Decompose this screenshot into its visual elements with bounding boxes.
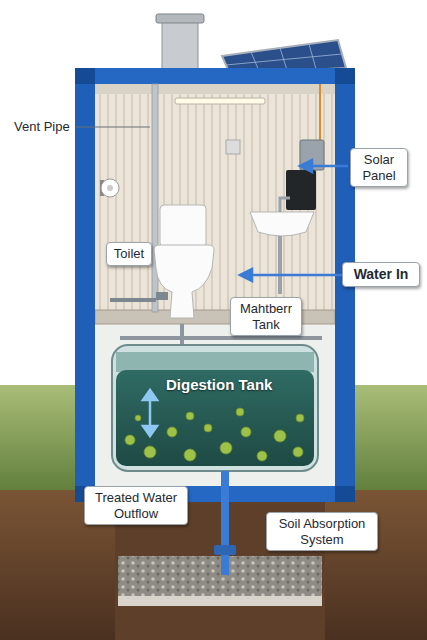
electrical-equipment bbox=[226, 84, 324, 210]
toilet-paper bbox=[100, 179, 119, 197]
vent-pipe-symbol-part bbox=[76, 127, 150, 128]
digestion-tank-symbol-part bbox=[120, 336, 322, 340]
vent-chimney-part bbox=[156, 14, 204, 23]
vent-pipe-symbol-part bbox=[152, 84, 158, 312]
callout-text: Treated Water Outflow bbox=[91, 490, 181, 521]
digestion-tank-symbol bbox=[112, 324, 322, 471]
callout-box: Soil Absorption System bbox=[266, 512, 378, 551]
ground-part bbox=[118, 556, 322, 596]
digestion-tank-symbol-part bbox=[143, 390, 157, 436]
callout-text: Solar Panel bbox=[357, 152, 401, 183]
sink-symbol-part bbox=[278, 236, 282, 294]
toilet-symbol-part bbox=[160, 205, 206, 247]
container-frame-part bbox=[75, 68, 355, 84]
electrical-equipment-part bbox=[286, 170, 316, 210]
part-label: Vent Pipe bbox=[14, 119, 70, 134]
tank-label: Digestion Tank bbox=[166, 376, 272, 393]
toilet-paper-part bbox=[107, 185, 113, 191]
callout-box: Treated Water Outflow bbox=[84, 486, 188, 525]
callout-box: Water In bbox=[342, 262, 420, 287]
leader-arrows-part bbox=[300, 160, 312, 172]
container-frame-part bbox=[75, 70, 95, 500]
digestion-tank-symbol-part-part bbox=[144, 446, 156, 458]
outflow-pipe bbox=[214, 471, 236, 575]
callout-box: Toilet bbox=[106, 242, 152, 266]
digestion-tank-symbol-part-part bbox=[236, 408, 244, 416]
container-interior-part bbox=[95, 84, 335, 94]
container-interior-part bbox=[95, 324, 335, 488]
container-interior bbox=[95, 84, 335, 488]
electrical-equipment-part bbox=[226, 140, 240, 154]
container-frame bbox=[75, 68, 355, 502]
digestion-tank-symbol-part-part bbox=[293, 447, 303, 457]
digestion-tank-symbol-part bbox=[116, 352, 314, 372]
digestion-tank-symbol-part-part bbox=[257, 451, 267, 461]
callout-text: Soil Absorption System bbox=[273, 516, 371, 547]
vent-chimney-part bbox=[162, 22, 198, 72]
container-frame-part bbox=[335, 68, 355, 84]
sink-symbol-part bbox=[250, 212, 314, 236]
leader-arrows-part bbox=[240, 269, 252, 281]
digestion-tank-symbol-part-part bbox=[135, 415, 141, 421]
leader-arrows-part bbox=[310, 165, 348, 168]
sink-symbol-part bbox=[280, 198, 290, 212]
toilet-symbol-part bbox=[156, 292, 168, 300]
digestion-tank-symbol-part-part bbox=[274, 430, 286, 442]
toilet-symbol-part bbox=[110, 298, 156, 302]
ground-part bbox=[118, 596, 322, 606]
leader-arrows-part bbox=[250, 274, 342, 277]
digestion-tank-symbol-part-part bbox=[167, 427, 177, 437]
callout-box: Mahtberr Tank bbox=[230, 297, 302, 336]
digestion-tank-symbol-part-part bbox=[184, 449, 196, 461]
vent-chimney bbox=[156, 14, 204, 72]
digestion-tank-symbol-part-part bbox=[149, 398, 152, 428]
callout-text: Toilet bbox=[113, 246, 145, 262]
digestion-tank-symbol-part-part bbox=[204, 424, 212, 432]
digestion-tank-symbol-part-part bbox=[241, 427, 251, 437]
solar-panel-symbol-part bbox=[226, 54, 342, 65]
digestion-tank-symbol-part-part bbox=[125, 435, 135, 445]
vent-pipe-symbol bbox=[76, 84, 158, 312]
container-frame-part bbox=[75, 68, 95, 84]
toilet-paper-part bbox=[101, 179, 119, 197]
digestion-tank-symbol-part-part bbox=[296, 414, 304, 422]
callout-box: Solar Panel bbox=[350, 148, 408, 187]
digestion-tank-symbol-part bbox=[116, 370, 314, 466]
callout-text: Water In bbox=[349, 266, 413, 283]
sink-symbol bbox=[250, 198, 314, 294]
digestion-tank-symbol-part-part bbox=[143, 390, 157, 400]
digestion-tank-symbol-part-part bbox=[220, 442, 232, 454]
container-frame-part bbox=[335, 486, 355, 502]
electrical-equipment-part bbox=[319, 84, 321, 140]
container-interior-part bbox=[175, 98, 265, 104]
digestion-tank-symbol-part bbox=[125, 408, 304, 461]
digestion-tank-symbol-part-part bbox=[143, 426, 157, 436]
toilet-symbol-part bbox=[154, 245, 214, 318]
outflow-pipe-part bbox=[221, 471, 229, 575]
digestion-tank-symbol-part-part bbox=[186, 412, 194, 420]
digestion-tank-symbol-part bbox=[112, 345, 318, 471]
container-interior-part bbox=[95, 84, 335, 312]
callout-text: Mahtberr Tank bbox=[237, 301, 295, 332]
ground-part bbox=[0, 490, 427, 640]
outflow-pipe-part bbox=[214, 545, 236, 555]
leader-arrows bbox=[240, 160, 348, 281]
